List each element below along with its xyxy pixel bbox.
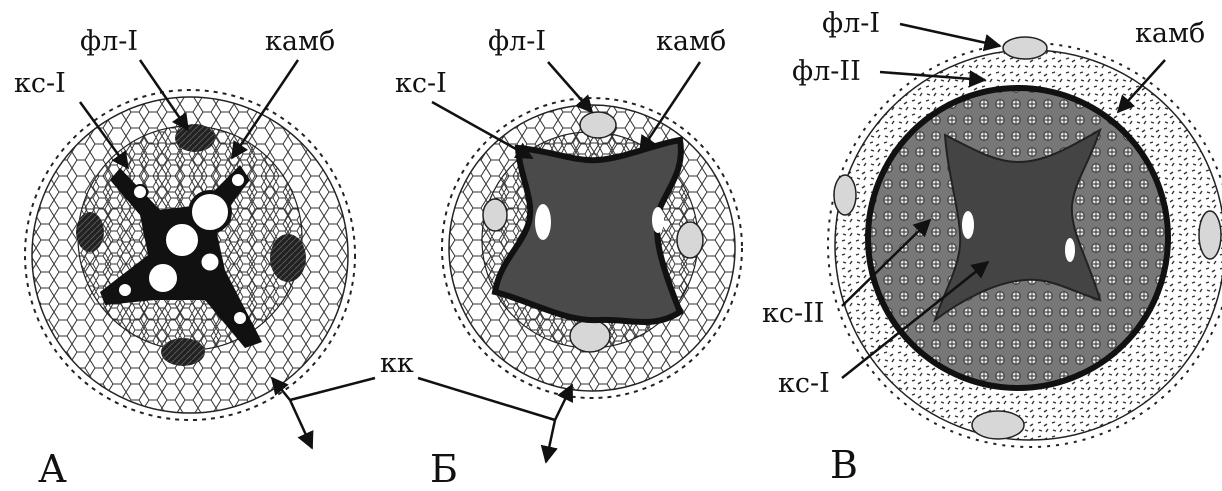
panel-b-phloem-patch <box>570 320 610 352</box>
cortex-arrow-b-out <box>546 420 555 462</box>
panel-b-cross-section: кс-I фл-I камб Б <box>395 26 742 491</box>
panel-c-xylem-gap <box>962 211 974 239</box>
panel-b-xylem-gap <box>535 204 551 240</box>
panel-a-vessel <box>118 283 132 297</box>
panel-b-phloem1-arrow <box>548 62 592 112</box>
cortex-label: кк <box>380 348 414 379</box>
panel-a-letter: А <box>38 447 67 491</box>
cortex-arrow-a-out <box>290 400 312 448</box>
panel-c-phloem-remnant <box>834 175 856 215</box>
panel-a-vessel <box>231 173 245 187</box>
cortex-arrow-b-in <box>555 385 572 420</box>
panel-c-phloem-remnant <box>1199 211 1221 259</box>
panel-b-phloem-patch <box>677 222 703 258</box>
panel-c-label-cambium: камб <box>1135 18 1205 49</box>
panel-a-phloem-patch <box>161 338 205 366</box>
panel-c-label-xylem2: кс-II <box>762 298 824 329</box>
panel-c-xylem-gap <box>1065 238 1075 262</box>
panel-b-letter: Б <box>430 447 458 491</box>
panel-a-phloem-patch <box>175 124 215 152</box>
panel-b-label-phloem1: фл-I <box>488 26 546 57</box>
panel-c-label-phloem1: фл-I <box>822 8 880 39</box>
panel-c-letter: В <box>830 443 858 487</box>
cortex-leader-right <box>418 378 555 420</box>
panel-c-label-phloem2: фл-II <box>792 56 861 87</box>
panel-a-vessel <box>164 222 200 258</box>
panel-b-xylem-gap <box>652 207 664 233</box>
panel-a-vessel <box>200 252 220 272</box>
panel-a-phloem-patch <box>76 212 104 252</box>
panel-a-label-phloem1: фл-I <box>80 26 138 57</box>
panel-a-label-cambium: камб <box>265 26 335 57</box>
panel-b-xylem-mass <box>495 140 681 322</box>
panel-c-label-xylem1: кс-I <box>778 368 830 399</box>
cortex-leader-left <box>290 378 375 400</box>
panel-c-cross-section: фл-I фл-II камб кс-II кс-I В <box>762 8 1222 487</box>
panel-c-phloem-remnant <box>1003 37 1047 59</box>
panel-c-phloem-remnant <box>972 411 1024 439</box>
panel-a-vessel <box>233 311 247 325</box>
panel-a-cross-section: кс-I фл-I камб А <box>14 26 355 491</box>
panel-a-vessel <box>147 262 179 294</box>
panel-a-phloem-patch <box>270 234 306 282</box>
panel-a-label-xylem1: кс-I <box>14 68 66 99</box>
panel-c-phloem1-arrow <box>900 24 1000 46</box>
panel-b-label-xylem1: кс-I <box>395 68 447 99</box>
panel-b-label-cambium: камб <box>656 26 726 57</box>
panel-a-vessel <box>133 185 147 199</box>
panel-b-phloem-patch <box>580 112 616 138</box>
panel-b-phloem-patch <box>483 199 507 231</box>
